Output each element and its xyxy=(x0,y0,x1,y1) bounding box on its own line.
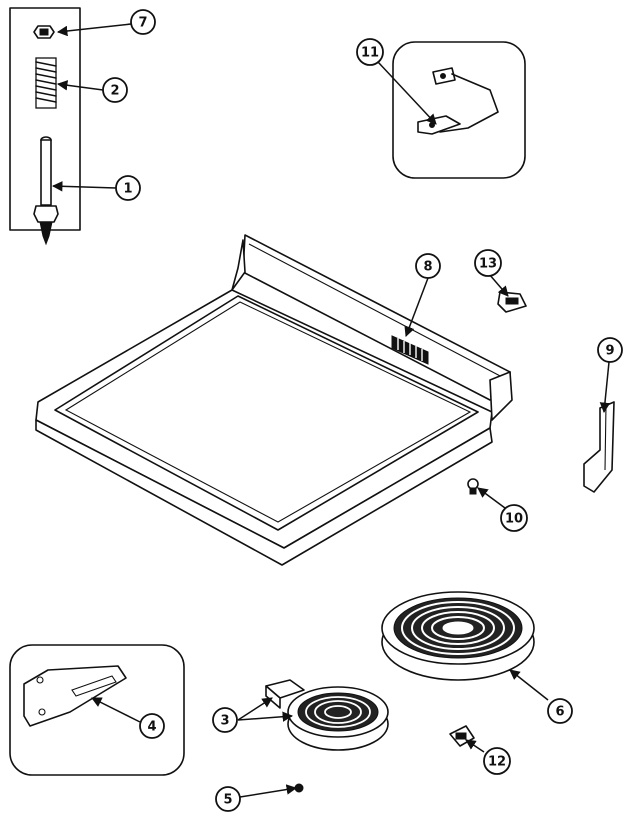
bracket-box-4 xyxy=(9,644,185,776)
callout-label-10: 10 xyxy=(505,512,523,527)
callout-label-12: 12 xyxy=(488,755,506,770)
clip-part-13 xyxy=(497,291,527,313)
mounting-bracket xyxy=(417,67,499,135)
terminal-block xyxy=(265,679,305,709)
callout-label-3: 3 xyxy=(220,714,229,729)
callout-label-8: 8 xyxy=(423,260,432,275)
callout-label-5: 5 xyxy=(223,793,232,808)
callout-label-6: 6 xyxy=(555,705,564,720)
callout-8-top: 8 xyxy=(415,253,441,279)
callout-1: 1 xyxy=(115,175,141,201)
bracket-box-11 xyxy=(392,41,526,179)
callout-label-4: 4 xyxy=(147,720,156,735)
callout-5: 5 xyxy=(215,786,241,812)
callout-label-7: 7 xyxy=(138,16,147,31)
knob-shaft-assembly-box xyxy=(9,7,81,246)
leader-lines xyxy=(51,23,611,798)
callout-6: 6 xyxy=(547,698,573,724)
callout-label-1: 1 xyxy=(123,182,132,197)
callout-13: 13 xyxy=(474,249,502,277)
small-surface-element xyxy=(265,679,389,751)
callout-12: 12 xyxy=(483,747,511,775)
screw-part-5 xyxy=(294,783,304,793)
side-trim-part-9 xyxy=(583,401,615,493)
spring-part xyxy=(35,57,57,109)
callout-10: 10 xyxy=(500,504,528,532)
callout-11: 11 xyxy=(356,38,384,66)
element-bracket xyxy=(23,665,127,727)
vent-slots xyxy=(391,335,429,365)
callout-label-9: 9 xyxy=(605,344,614,359)
shaft-part xyxy=(33,136,59,246)
callout-2: 2 xyxy=(102,77,128,103)
callout-label-11: 11 xyxy=(361,46,379,61)
callout-4: 4 xyxy=(139,713,165,739)
callout-7: 7 xyxy=(130,9,156,35)
callout-9: 9 xyxy=(597,337,623,363)
screw-part-10 xyxy=(467,478,479,495)
callout-3: 3 xyxy=(212,707,238,733)
cooktop-main-top xyxy=(35,234,513,566)
large-surface-element xyxy=(381,591,535,681)
callout-label-13: 13 xyxy=(479,257,497,272)
callout-label-2: 2 xyxy=(110,84,119,99)
nut-part xyxy=(33,25,55,39)
